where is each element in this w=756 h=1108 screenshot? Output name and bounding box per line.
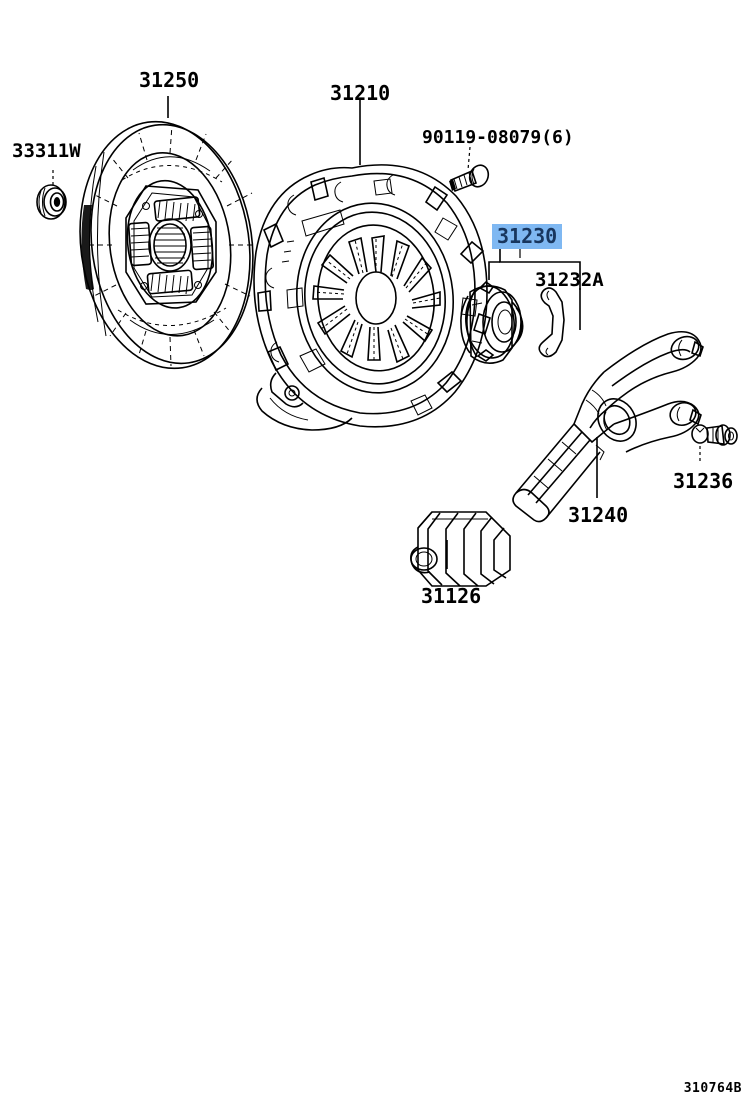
part-label-fork-pivot[interactable]: 31236 <box>673 469 734 493</box>
part-label-clutch-disc[interactable]: 31250 <box>139 68 200 92</box>
part-label-fork-boot[interactable]: 31126 <box>421 584 482 608</box>
part-label-release-fork[interactable]: 31240 <box>568 503 629 527</box>
part-clutch-disc-31250[interactable] <box>65 96 268 379</box>
figure-reference-code: 310764B <box>683 1081 742 1096</box>
part-cover-bolt-90119-08079[interactable] <box>449 146 491 193</box>
part-label-pilot-bearing[interactable]: 33311W <box>12 140 81 162</box>
part-pilot-bearing-33311w[interactable] <box>36 170 67 220</box>
part-label-clutch-cover[interactable]: 31210 <box>330 81 391 105</box>
part-label-cover-bolt[interactable]: 90119-08079(6) <box>422 127 574 148</box>
part-release-fork-31240[interactable] <box>512 330 704 523</box>
part-fork-pivot-31236[interactable] <box>691 424 738 464</box>
part-release-bearing-31230[interactable] <box>460 248 581 364</box>
part-fork-boot-31126[interactable] <box>410 511 511 587</box>
part-clutch-cover-31210[interactable] <box>253 100 491 431</box>
part-bearing-clip-31232a[interactable] <box>538 287 581 358</box>
part-label-bearing-clip[interactable]: 31232A <box>535 269 604 291</box>
part-label-release-bearing[interactable]: 31230 <box>492 224 563 249</box>
